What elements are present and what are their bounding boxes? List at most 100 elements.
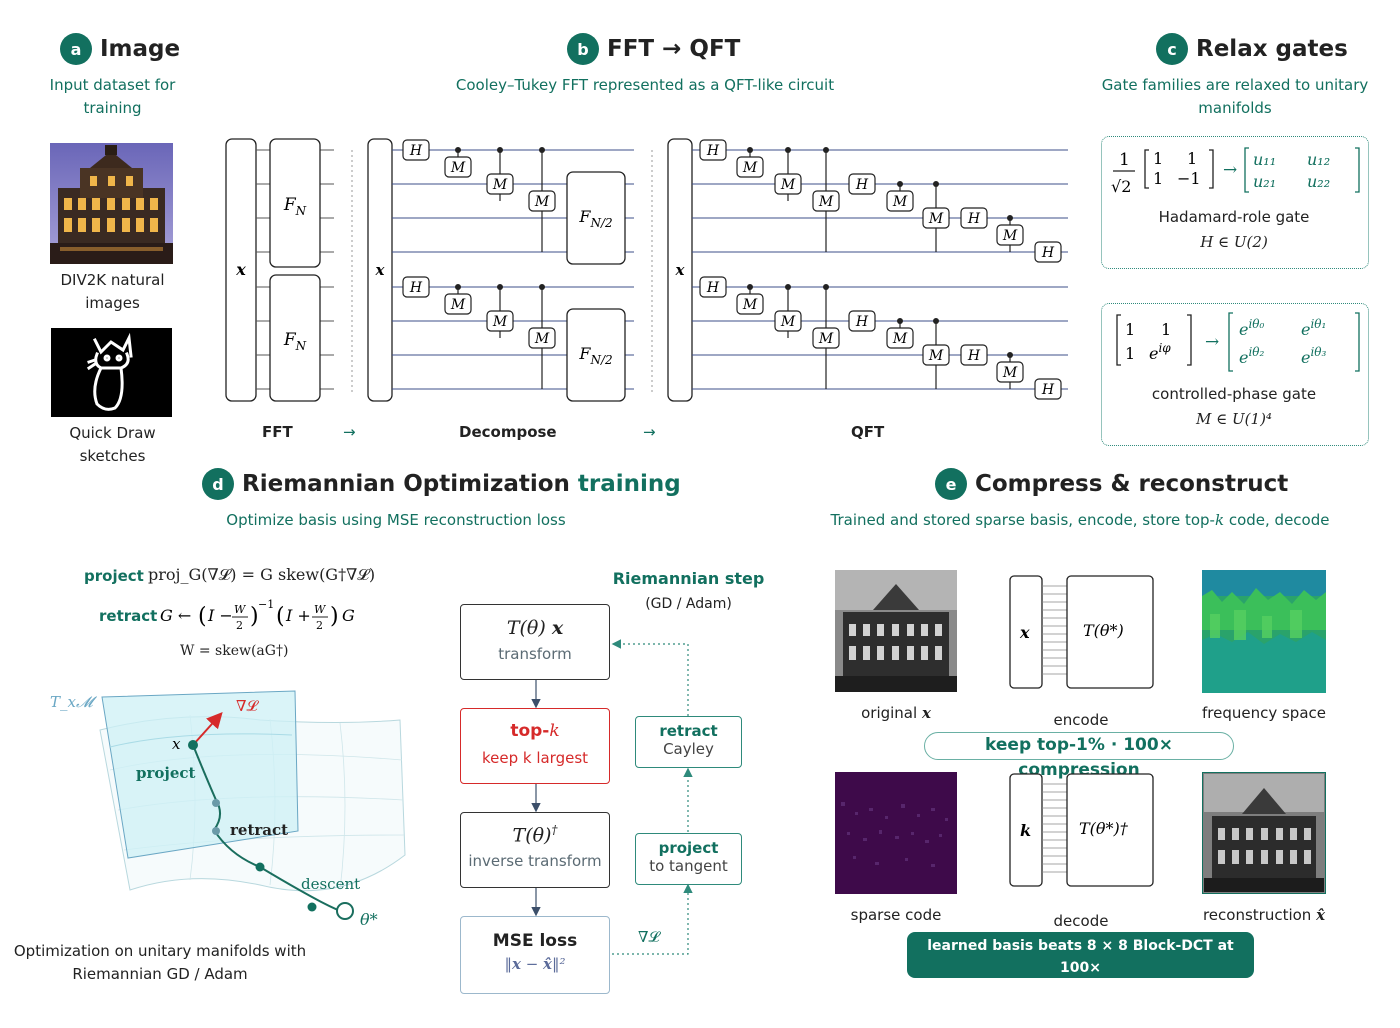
retract-box-title: retract [659,722,718,740]
transform-box-title: T(θ) x [506,617,564,639]
inverse-box-sub: inverse transform [468,852,602,871]
control-dot [455,147,461,153]
qft-m-gate-label: M [892,194,908,210]
qft-h-gate [699,276,727,298]
w-formula: W = skew(aG†) [180,643,289,659]
div2k-caption: DIV2K natural images [60,271,165,312]
sparse-code-image [835,772,957,894]
control-dot [747,284,753,290]
svg-text:I +: I + [285,606,311,625]
banner-line-1: learned basis beats 8 × 8 Block-DCT at 1… [927,938,1234,976]
result-banner: learned basis beats 8 × 8 Block-DCT at 1… [907,932,1254,998]
svg-text:u₂₁: u₂₁ [1253,172,1276,191]
m-gate-label: M [492,177,508,193]
qft-m-gate [736,293,764,315]
reconstruction-image [1202,772,1326,894]
svg-text:1: 1 [1125,320,1135,339]
project-label: project [84,567,144,585]
original-caption: original x [861,704,931,722]
svg-text:eiθ₁: eiθ₁ [1301,317,1326,339]
h-gate-label: H [409,143,423,159]
diag-project: project [136,764,196,782]
qft-h-gate-label: H [967,211,981,227]
stage-label-decompose: Decompose [459,423,557,441]
frequency-space-image [1202,570,1326,693]
fn-block-top [269,138,321,268]
flow-arrows [531,639,693,955]
panel-c-header: c Relax gates [1156,33,1348,65]
x-point-label: x [172,735,181,753]
svg-text:): ) [330,604,339,629]
manifold-label: T_x𝓜 [50,693,98,711]
banner-line-2: 21.92 vs. 14.32 dB on DIV2K [968,982,1193,998]
m-gate [528,327,556,349]
m-gate [444,156,472,178]
m-gate-label: M [534,331,550,347]
svg-text:G: G [342,606,355,625]
project-box-sub: to tangent [649,857,728,875]
panel-c-title: Relax gates [1196,36,1348,62]
stage-label-fft: FFT [262,423,293,441]
m-gate-label: M [450,160,466,176]
panel-d-header: d Riemannian Optimization training [202,468,681,500]
decode-module: k T(θ*)† [1009,773,1154,887]
inverse-box-title: T(θ)† [512,823,558,847]
svg-text:→: → [1205,332,1219,352]
m-gate [528,190,556,212]
fn2-block [566,308,626,402]
project-formula: proj_G(∇𝓛) = G skew(G†∇𝓛) [148,565,376,584]
control-dot [933,318,939,324]
control-dot [897,181,903,187]
grad-arrow-label: ∇𝓛 [638,928,660,946]
control-dot [539,147,545,153]
qft-h-gate-label: H [967,348,981,364]
freq-caption: frequency space [1201,704,1326,722]
svg-text:2: 2 [236,619,243,632]
qft-h-gate [848,310,876,332]
panel-b-subtitle: Cooley–Tukey FFT represented as a QFT-li… [455,76,835,94]
encode-module: x T(θ*) [1009,575,1154,689]
svg-text:1: 1 [1161,320,1171,339]
qft-m-gate [886,190,914,212]
riemannian-step-sub: (GD / Adam) [645,596,732,612]
panel-e-badge: e [935,468,967,500]
panel-b-title: FFT → QFT [607,36,741,62]
qft-m-gate-label: M [892,331,908,347]
riemannian-step-title: Riemannian step [612,569,765,588]
m-gate-label: M [492,314,508,330]
svg-text:→: → [1223,160,1237,180]
qft-m-gate-label: M [1002,365,1018,381]
svg-text:u₁₁: u₁₁ [1253,150,1276,169]
project-box-title: project [658,839,719,857]
control-dot [823,147,829,153]
fn2-block [566,171,626,265]
svg-text:(: ( [198,604,207,629]
control-dot [455,284,461,290]
qft-m-gate [996,224,1024,246]
hadamard-gate-name: Hadamard-role gate [1158,208,1310,226]
retract-label: retract [99,607,158,625]
panel-d-subtitle: Optimize basis using MSE reconstruction … [226,511,566,529]
encode-x-label: x [1019,623,1030,642]
stage-label-qft: QFT [851,423,885,441]
topk-box-sub: keep k largest [481,749,589,767]
panel-e-title: Compress & reconstruct [975,471,1289,497]
qft-m-gate [774,310,802,332]
qft-m-gate [774,173,802,195]
diag-retract: retract [230,821,288,839]
m-gate-label: M [534,194,550,210]
qft-h-gate-label: H [706,280,720,296]
qft-h-gate-label: H [706,143,720,159]
svg-text:−1: −1 [1177,169,1201,188]
decomp-x-label: x [375,261,386,279]
control-dot [785,147,791,153]
svg-text:−1: −1 [258,598,274,611]
panel-a-header: a Image [60,33,180,65]
control-dot [1007,352,1013,358]
svg-text:1: 1 [1125,344,1135,363]
transform-box-sub: transform [498,645,572,663]
retract-box-sub: Cayley [663,740,714,758]
qft-m-gate [812,327,840,349]
